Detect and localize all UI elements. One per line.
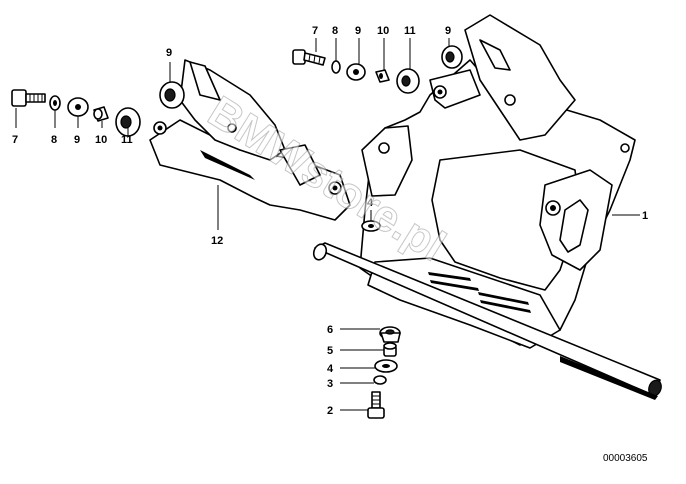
callout-7-top: 7 (312, 25, 318, 37)
rubber-bush-bottom (379, 326, 401, 343)
callout-8-left: 8 (51, 134, 57, 146)
callout-11-left: 11 (121, 134, 133, 146)
rubber-mount-top (396, 68, 420, 94)
callout-9-top: 9 (355, 25, 361, 37)
sleeve-bottom (383, 342, 397, 357)
rubber-mount-left (115, 107, 141, 137)
bolt-bottom (367, 391, 385, 419)
left-bracket-part-12 (149, 59, 351, 221)
bolt-top (292, 49, 326, 66)
callout-12: 12 (211, 235, 223, 247)
washer-top (346, 63, 366, 81)
washer-bottom (374, 359, 398, 373)
callout-11-top: 11 (404, 25, 416, 37)
lock-washer-bottom (373, 375, 387, 385)
bushing-left (93, 106, 109, 122)
rubber-mount-upper-left (159, 81, 185, 109)
bushing-top (375, 69, 390, 83)
pivot-tube (312, 242, 662, 400)
callout-10-top: 10 (377, 25, 389, 37)
callout-7-left: 7 (12, 134, 18, 146)
washer-mid (361, 220, 381, 232)
callout-5: 5 (327, 345, 333, 357)
leader-lines (15, 38, 640, 411)
callout-labels: 7 8 9 10 11 9 12 7 8 9 10 11 9 4 1 6 5 4… (12, 25, 648, 417)
callout-4-mid: 4 (367, 197, 374, 209)
callout-9-left: 9 (74, 134, 80, 146)
callout-2: 2 (327, 405, 333, 417)
callout-3: 3 (327, 378, 333, 390)
washer-left (67, 97, 89, 117)
callout-4-low: 4 (327, 363, 334, 375)
lock-washer-left (49, 95, 61, 111)
left-hardware-row (11, 81, 185, 137)
rubber-mount-top-right (441, 45, 463, 69)
callout-8-top: 8 (332, 25, 338, 37)
callout-9-left-bracket: 9 (166, 47, 172, 59)
bolt-left (11, 89, 46, 107)
callout-10-left: 10 (95, 134, 107, 146)
support-plate-part-1 (359, 14, 636, 349)
bottom-hardware-stack (367, 326, 401, 419)
diagram-code: 00003605 (603, 453, 648, 464)
callout-6: 6 (327, 324, 333, 336)
callout-1: 1 (642, 210, 648, 222)
lock-washer-top (331, 60, 341, 74)
callout-9-top-right: 9 (445, 25, 451, 37)
top-hardware-row (292, 45, 463, 94)
